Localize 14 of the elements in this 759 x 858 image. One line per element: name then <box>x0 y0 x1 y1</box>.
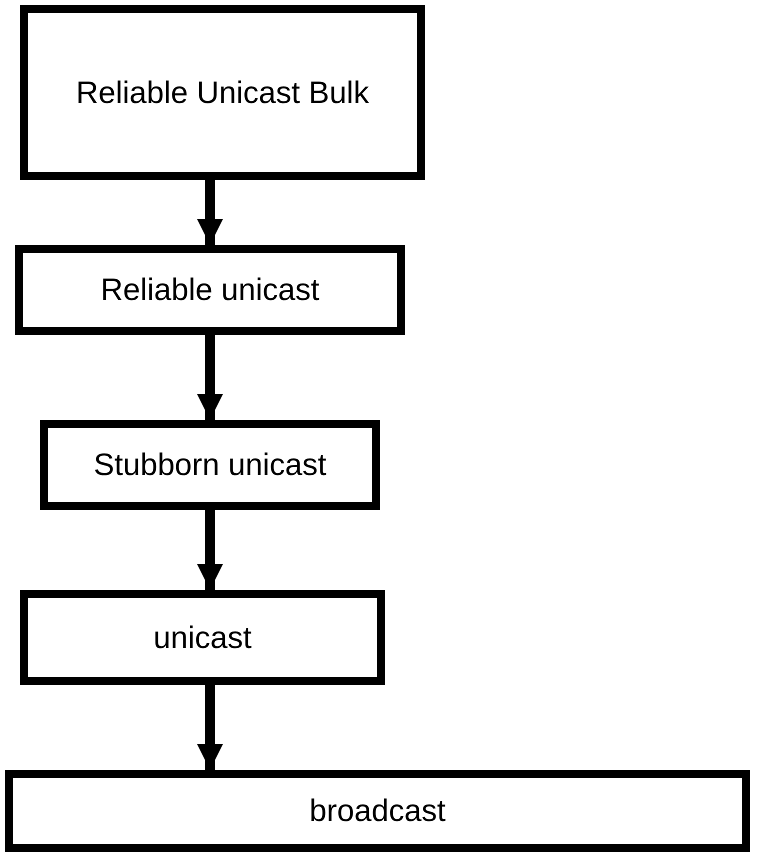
arrow <box>197 510 223 590</box>
box-label: unicast <box>153 620 252 656</box>
process-box <box>5 770 750 852</box>
arrow <box>197 335 223 420</box>
arrow <box>197 180 223 245</box>
process-box <box>20 590 385 685</box>
box-label: Reliable Unicast Bulk <box>76 74 369 110</box>
process-box <box>40 420 380 510</box>
box-label: broadcast <box>309 793 446 829</box>
box-label: Stubborn unicast <box>94 447 326 483</box>
process-box <box>20 5 425 180</box>
arrow <box>197 685 223 770</box>
process-box <box>15 245 405 335</box>
box-label: Reliable unicast <box>100 272 320 308</box>
